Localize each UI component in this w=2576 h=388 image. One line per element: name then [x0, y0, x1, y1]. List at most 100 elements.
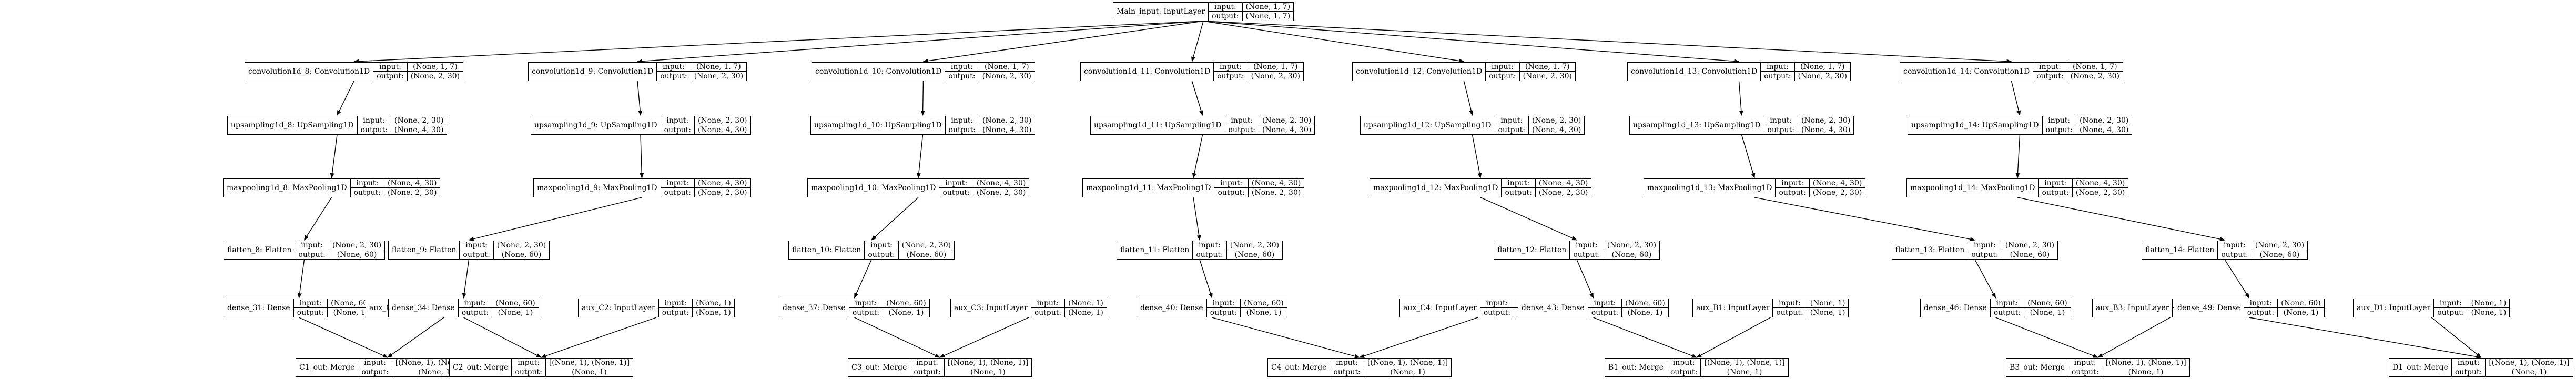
- input-label: input:: [373, 63, 407, 72]
- output-label: output:: [360, 125, 388, 134]
- output-shape: (None, 1): [498, 308, 533, 317]
- output-label: output:: [2455, 367, 2482, 376]
- edge-main-c8: [353, 21, 1204, 64]
- input-label: input:: [1193, 241, 1226, 250]
- layer-name: aux_C4: InputLayer: [1400, 299, 1480, 317]
- edge-d43-o5: [1593, 317, 1697, 358]
- output-label: output:: [948, 125, 976, 134]
- layer-name: maxpooling1d_10: MaxPooling1D: [808, 179, 940, 197]
- layer-name: aux_C3: InputLayer: [951, 299, 1031, 317]
- input-label: input:: [295, 241, 329, 250]
- output-label: output:: [852, 308, 880, 317]
- input-label: input:: [1990, 299, 2024, 308]
- output-label: output:: [353, 188, 381, 197]
- output-label: output:: [1498, 125, 1525, 134]
- edge-u12-m12: [1472, 134, 1482, 178]
- input-shape: [(None, 1), (None, 1)]: [944, 359, 1032, 367]
- input-shape: [(None, 1), (None, 1)]: [1364, 359, 1452, 367]
- output-shape: (None, 2, 30): [976, 188, 1026, 197]
- output-label: output:: [1217, 72, 1244, 81]
- output-shape: (None, 60): [906, 250, 947, 259]
- layer-name: upsampling1d_10: UpSampling1D: [811, 116, 946, 134]
- layer-name: maxpooling1d_13: MaxPooling1D: [1644, 179, 1776, 197]
- input-label: input:: [1764, 116, 1798, 125]
- edge-m9-f9: [468, 197, 642, 241]
- layer-name: aux_B1: InputLayer: [1693, 299, 1773, 317]
- edge-u11-m11: [1192, 134, 1203, 178]
- input-label: input:: [1486, 63, 1519, 72]
- edge-m11-f11: [1193, 197, 1201, 241]
- output-shape: (None, 2, 30): [1538, 188, 1588, 197]
- layer-name: C4_out: Merge: [1268, 359, 1331, 376]
- input-label: input:: [1588, 299, 1622, 308]
- input-label: input:: [1214, 63, 1248, 72]
- layer-name: flatten_14: Flatten: [2142, 241, 2218, 259]
- output-shape: (None, 1): [1390, 367, 1425, 376]
- input-shape: (None, 2, 30): [1798, 116, 1854, 125]
- edge-d37-o3: [854, 317, 940, 358]
- edge-u14-m14: [2015, 134, 2021, 178]
- layer-name: dense_34: Dense: [389, 299, 459, 317]
- edge-c11-u11: [1191, 81, 1203, 116]
- input-shape: (None, 2, 30): [493, 241, 550, 250]
- edge-f12-d43: [1576, 259, 1594, 299]
- edge-m14-f14: [2017, 197, 2225, 242]
- edge-a5-o5: [1696, 317, 1771, 358]
- output-label: output:: [1196, 250, 1223, 259]
- input-shape: (None, 1, 7): [691, 63, 747, 72]
- output-shape: (None, 4, 30): [1532, 125, 1581, 134]
- edge-c12-u12: [1463, 81, 1474, 116]
- layer-name: upsampling1d_12: UpSampling1D: [1361, 116, 1495, 134]
- input-label: input:: [1214, 179, 1248, 188]
- input-label: input:: [939, 179, 973, 188]
- input-label: input:: [849, 299, 883, 308]
- layer-name: convolution1d_14: Convolution1D: [1900, 63, 2034, 81]
- output-label: output:: [1228, 125, 1255, 134]
- output-label: output:: [1218, 188, 1245, 197]
- edge-main-c9: [637, 21, 1204, 64]
- input-shape: (None, 4, 30): [973, 179, 1029, 188]
- layer-name: flatten_13: Flatten: [1892, 241, 1969, 259]
- layer-name: upsampling1d_14: UpSampling1D: [1908, 116, 2043, 134]
- output-label: output:: [1776, 308, 1803, 317]
- edge-a7-o7: [2431, 317, 2482, 358]
- output-shape: (None, 1): [1068, 308, 1103, 317]
- output-label: output:: [2042, 188, 2069, 197]
- input-label: input:: [1773, 299, 1807, 308]
- output-label: output:: [2437, 308, 2465, 317]
- output-shape: (None, 1): [572, 367, 607, 376]
- output-shape: (None, 4, 30): [1801, 125, 1851, 134]
- output-label: output:: [1034, 308, 1062, 317]
- input-shape: (None, 1, 7): [1519, 63, 1576, 72]
- output-shape: (None, 1): [888, 308, 924, 317]
- output-shape: (None, 1): [1627, 308, 1663, 317]
- output-label: output:: [1764, 72, 1791, 81]
- output-label: output:: [1212, 12, 1239, 21]
- output-label: output:: [1767, 125, 1794, 134]
- layer-name: flatten_10: Flatten: [789, 241, 865, 259]
- output-shape: (None, 2, 30): [1812, 188, 1862, 197]
- edge-c14-u14: [2011, 81, 2021, 116]
- input-shape: (None, 1, 7): [1248, 63, 1304, 72]
- edge-d49-o7: [2249, 317, 2482, 359]
- layer-name: convolution1d_9: Convolution1D: [529, 63, 657, 81]
- edge-m13-f13: [1754, 197, 1975, 242]
- input-shape: (None, 4, 30): [1248, 179, 1304, 188]
